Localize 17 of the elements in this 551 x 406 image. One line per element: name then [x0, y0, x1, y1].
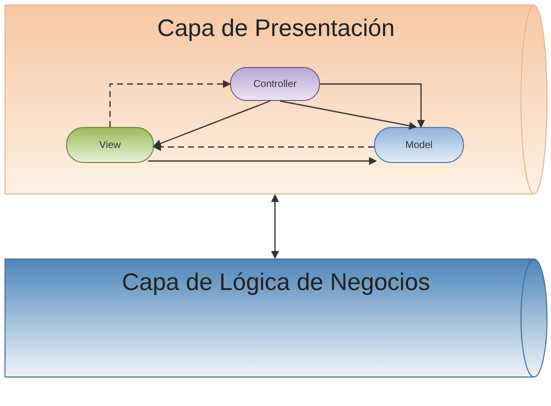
cylinder-band [4, 258, 548, 378]
arrow [109, 80, 231, 127]
rounded-node [374, 127, 464, 163]
node-label: Model [405, 138, 433, 152]
arrow [320, 83, 425, 128]
node-label: View [99, 138, 121, 152]
band-title: Capa de Lógica de Negocios [122, 268, 430, 298]
arrow [153, 143, 374, 151]
arrow [271, 194, 279, 259]
arrow [153, 100, 270, 148]
cylinder-band [4, 4, 548, 195]
rounded-node [66, 127, 154, 163]
node-label: Controller [253, 78, 297, 92]
arrow [280, 100, 417, 130]
rounded-node [230, 67, 320, 101]
arrow [148, 157, 377, 165]
band-title: Capa de Presentación [157, 14, 395, 44]
